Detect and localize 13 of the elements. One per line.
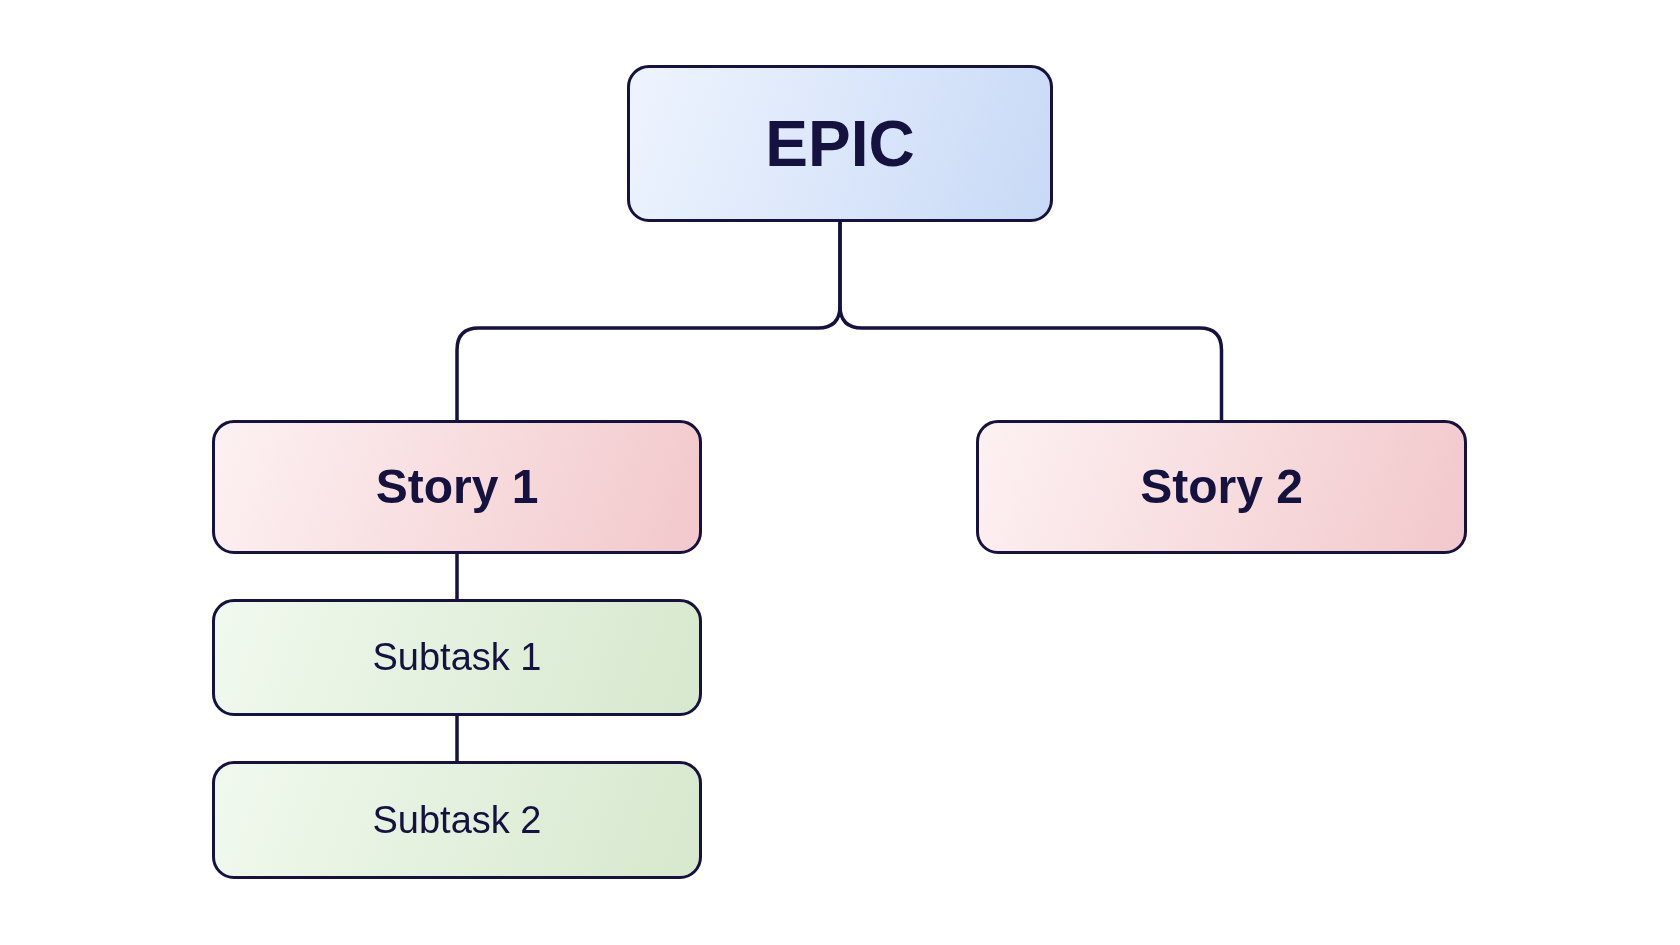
- connector-line: [838, 222, 1224, 420]
- connector-line: [455, 554, 459, 599]
- subtask-box: [212, 599, 702, 716]
- story-box: [212, 420, 702, 554]
- node-label: Story 2: [1140, 459, 1303, 515]
- node-label: EPIC: [765, 106, 915, 182]
- epic-box: [627, 65, 1053, 222]
- node-label: Subtask 1: [372, 635, 542, 680]
- node-label: Subtask 2: [372, 797, 542, 843]
- subtask-box: [212, 761, 702, 879]
- connector-line: [455, 716, 459, 761]
- node-label: Story 1: [375, 459, 539, 515]
- story-box: [976, 420, 1467, 554]
